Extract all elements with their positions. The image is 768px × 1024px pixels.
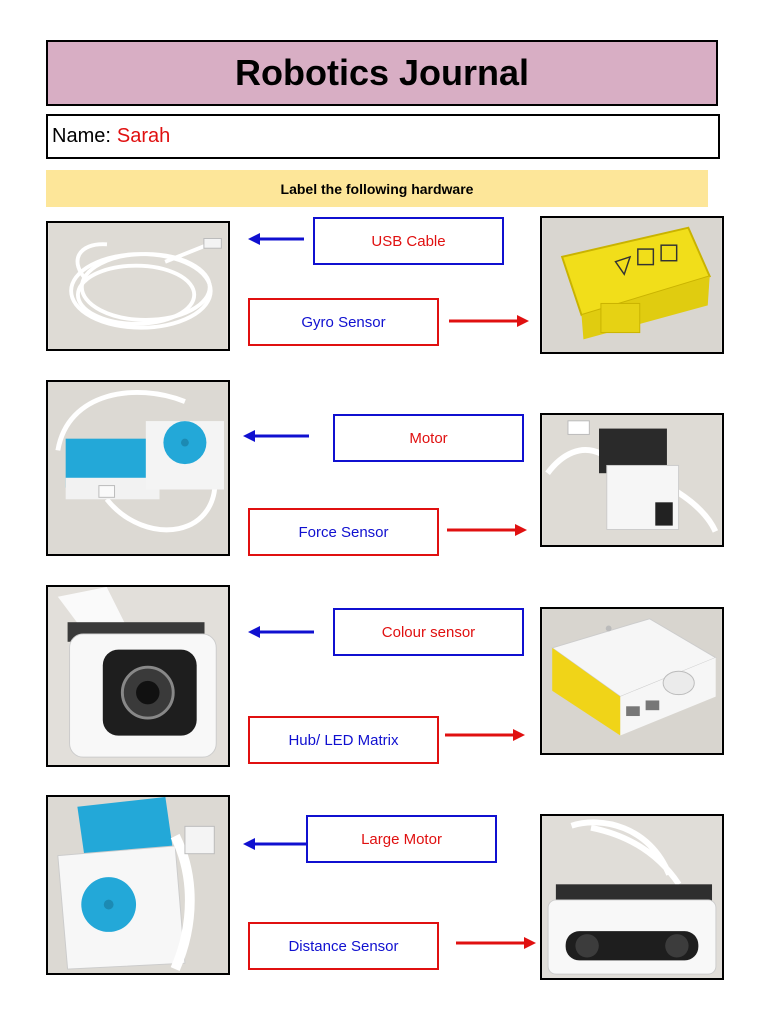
label-force-sensor: Force Sensor [248,508,439,556]
distance-sensor-photo [540,814,724,980]
instruction-text: Label the following hardware [280,180,474,197]
label-motor-text: Motor [409,429,448,447]
label-colour-sensor: Colour sensor [333,608,524,656]
label-large-motor-text: Large Motor [361,830,442,848]
label-gyro-sensor-text: Gyro Sensor [301,313,386,331]
label-usb-cable-text: USB Cable [371,232,446,250]
name-label: Name: [52,125,111,147]
arrow-right-distance [456,935,536,951]
name-field: Name: Sarah [46,114,720,159]
usb-cable-photo [46,221,230,351]
label-usb-cable: USB Cable [313,217,504,265]
label-force-sensor-text: Force Sensor [298,523,389,541]
force-sensor-photo [540,413,724,547]
arrow-left-colour [248,624,314,640]
label-distance-sensor-text: Distance Sensor [288,937,399,955]
label-hub-led-matrix-text: Hub/ LED Matrix [288,731,399,749]
journal-title: Robotics Journal [234,52,530,93]
instruction-banner: Label the following hardware [46,170,708,207]
arrow-right-hub [445,727,525,743]
journal-title-box: Robotics Journal [46,40,718,106]
arrow-right-gyro [449,313,529,329]
colour-sensor-photo [46,585,230,767]
label-hub-led-matrix: Hub/ LED Matrix [248,716,439,764]
arrow-right-force [447,522,527,538]
arrow-left-large-motor [243,836,309,852]
large-motor-photo [46,795,230,975]
label-motor: Motor [333,414,524,462]
arrow-left-usb [248,231,304,247]
hub-photo [540,607,724,755]
label-gyro-sensor: Gyro Sensor [248,298,439,346]
battery-photo [540,216,724,354]
name-value: Sarah [116,125,171,147]
label-large-motor: Large Motor [306,815,497,863]
arrow-left-motor [243,428,309,444]
label-colour-sensor-text: Colour sensor [381,623,476,641]
medium-motor-photo [46,380,230,556]
label-distance-sensor: Distance Sensor [248,922,439,970]
